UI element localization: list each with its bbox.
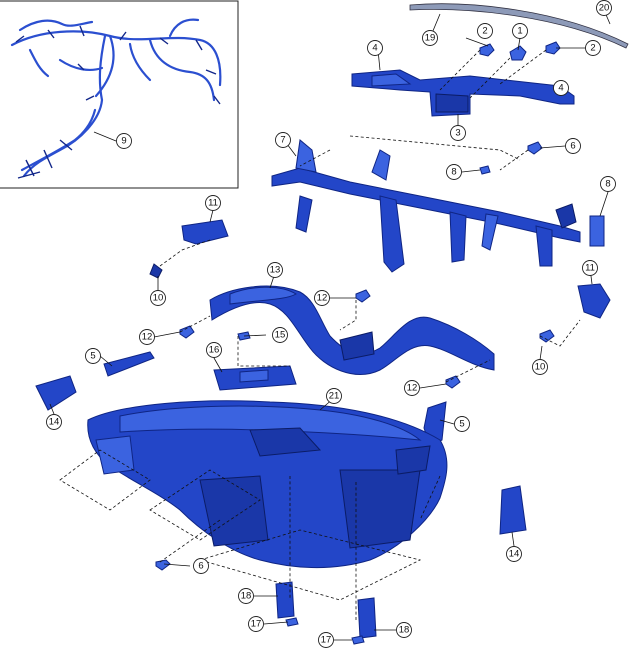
callout-4-right-text: 4 xyxy=(558,83,563,94)
dashed-guides xyxy=(59,49,581,620)
callout-10-right-text: 10 xyxy=(535,362,546,373)
callout-2-top-text: 2 xyxy=(482,26,487,37)
callout-3: 3 xyxy=(450,125,466,141)
upper-air-duct xyxy=(351,69,575,117)
callout-16: 16 xyxy=(206,342,222,358)
callout-1: 1 xyxy=(512,23,528,39)
callout-10-left: 10 xyxy=(150,290,166,306)
left-bracket xyxy=(149,219,229,279)
wiring-harness xyxy=(10,18,222,179)
callout-18-right: 18 xyxy=(396,622,412,638)
harness-inset-frame xyxy=(0,0,239,189)
callout-11-right-text: 11 xyxy=(585,263,595,274)
callout-6-top-text: 6 xyxy=(570,141,575,152)
callout-4-right: 4 xyxy=(553,80,569,96)
callout-12-left-text: 12 xyxy=(142,332,153,343)
callout-8-right-text: 8 xyxy=(605,179,610,190)
callout-5-right-text: 5 xyxy=(459,419,464,430)
callout-18-right-text: 18 xyxy=(399,625,410,636)
callout-14-right: 14 xyxy=(506,546,522,562)
callout-6-bottom-text: 6 xyxy=(198,561,203,572)
callout-20-text: 20 xyxy=(599,3,610,14)
right-bracket xyxy=(577,283,611,319)
callout-8-center-text: 8 xyxy=(451,167,456,178)
callout-9: 9 xyxy=(116,133,132,149)
callout-17-left-text: 17 xyxy=(251,619,262,630)
callout-11-right: 11 xyxy=(582,260,598,276)
callout-4-left: 4 xyxy=(367,40,383,56)
callout-21-text: 21 xyxy=(329,391,340,402)
clips-top xyxy=(479,41,561,61)
callout-17-right: 17 xyxy=(318,632,334,648)
callout-12-bottom: 12 xyxy=(404,380,420,396)
callout-7: 7 xyxy=(275,132,291,148)
callout-21: 21 xyxy=(326,388,342,404)
callout-11-left: 11 xyxy=(205,195,221,211)
callout-19-text: 19 xyxy=(425,33,436,44)
callout-16-text: 16 xyxy=(209,345,220,356)
callout-12-bottom-text: 12 xyxy=(407,383,418,394)
callout-5-left: 5 xyxy=(85,348,101,364)
center-bracket xyxy=(213,365,297,391)
callout-2-top: 2 xyxy=(477,23,493,39)
callout-5-left-text: 5 xyxy=(90,351,95,362)
callout-10-right: 10 xyxy=(532,359,548,375)
fasteners xyxy=(155,141,555,645)
lower-brackets xyxy=(275,581,377,639)
callout-17-left: 17 xyxy=(248,616,264,632)
callout-6-top: 6 xyxy=(565,138,581,154)
callout-14-left: 14 xyxy=(46,414,62,430)
callout-labels: 1 2 2 3 4 4 5 5 6 6 7 8 8 9 10 10 11 11 … xyxy=(46,0,616,648)
dashboard-cross-member xyxy=(271,139,605,273)
callout-2-right: 2 xyxy=(585,40,601,56)
callout-1-text: 1 xyxy=(517,26,522,37)
callout-13-text: 13 xyxy=(270,265,281,276)
callout-9-text: 9 xyxy=(121,136,126,147)
leader-lines xyxy=(49,9,611,641)
callout-12-top-text: 12 xyxy=(317,293,328,304)
callout-15-text: 15 xyxy=(275,330,286,341)
callout-6-bottom: 6 xyxy=(193,558,209,574)
callout-3-text: 3 xyxy=(455,128,460,139)
callout-20: 20 xyxy=(596,0,612,16)
callout-14-left-text: 14 xyxy=(49,417,60,428)
callout-8-right: 8 xyxy=(600,176,616,192)
main-air-duct xyxy=(209,285,495,375)
callout-7-text: 7 xyxy=(280,135,285,146)
callout-12-top: 12 xyxy=(314,290,330,306)
callout-10-left-text: 10 xyxy=(153,293,164,304)
callout-5-right: 5 xyxy=(454,416,470,432)
callout-18-left: 18 xyxy=(238,588,254,604)
callout-14-right-text: 14 xyxy=(509,549,520,560)
instrument-panel xyxy=(87,400,448,569)
callout-18-left-text: 18 xyxy=(241,591,252,602)
callout-8-center: 8 xyxy=(446,164,462,180)
callout-11-left-text: 11 xyxy=(208,198,218,209)
callout-19: 19 xyxy=(422,30,438,46)
callout-15: 15 xyxy=(272,327,288,343)
callout-2-right-text: 2 xyxy=(590,43,595,54)
windshield-trim-strip xyxy=(409,3,629,49)
callout-4-left-text: 4 xyxy=(372,43,377,54)
callout-17-right-text: 17 xyxy=(321,635,332,646)
side-covers xyxy=(35,375,527,535)
callout-12-left: 12 xyxy=(139,329,155,345)
callout-13: 13 xyxy=(267,262,283,278)
